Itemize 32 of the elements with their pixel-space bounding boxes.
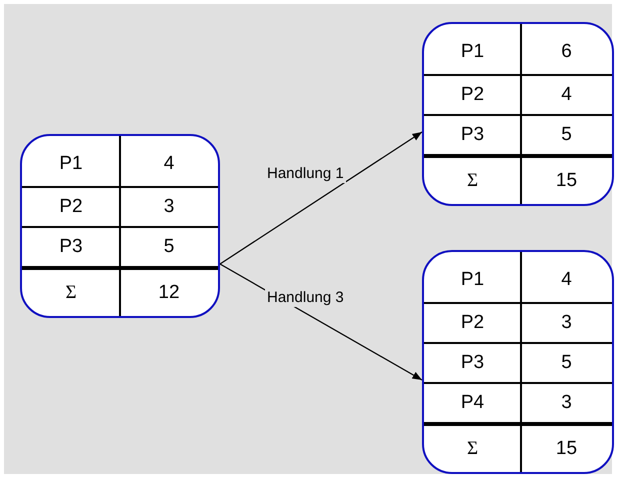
edge-label: Handlung 1 <box>265 164 346 183</box>
value-text: 6 <box>561 41 572 63</box>
sum-symbol: Σ <box>466 438 478 460</box>
row-label: P3 <box>460 352 484 374</box>
value-text: 4 <box>561 84 572 106</box>
sum-value: 12 <box>158 282 180 304</box>
row-label: P3 <box>460 124 484 146</box>
value-text: 3 <box>561 312 572 334</box>
row-label: P3 <box>59 236 83 258</box>
table-box <box>20 134 220 318</box>
table-box <box>422 22 614 206</box>
arrow <box>220 132 422 264</box>
row-label: P2 <box>460 84 484 106</box>
value-text: 3 <box>561 392 572 414</box>
sum-value: 15 <box>556 438 578 460</box>
row-label: P1 <box>59 153 83 175</box>
sum-value: 15 <box>556 170 578 192</box>
value-text: 4 <box>164 153 174 175</box>
row-label: P1 <box>460 41 484 63</box>
sum-symbol: Σ <box>65 282 77 304</box>
value-text: 5 <box>561 124 572 146</box>
value-text: 5 <box>561 352 572 374</box>
value-text: 4 <box>561 269 572 291</box>
row-label: P2 <box>59 196 83 218</box>
row-label: P1 <box>460 269 484 291</box>
edge-label: Handlung 3 <box>265 288 346 307</box>
table-box <box>422 250 614 474</box>
row-label: P4 <box>460 392 484 414</box>
value-text: 3 <box>164 196 174 218</box>
sum-symbol: Σ <box>466 170 478 192</box>
row-label: P2 <box>460 312 484 334</box>
value-text: 5 <box>164 236 174 258</box>
